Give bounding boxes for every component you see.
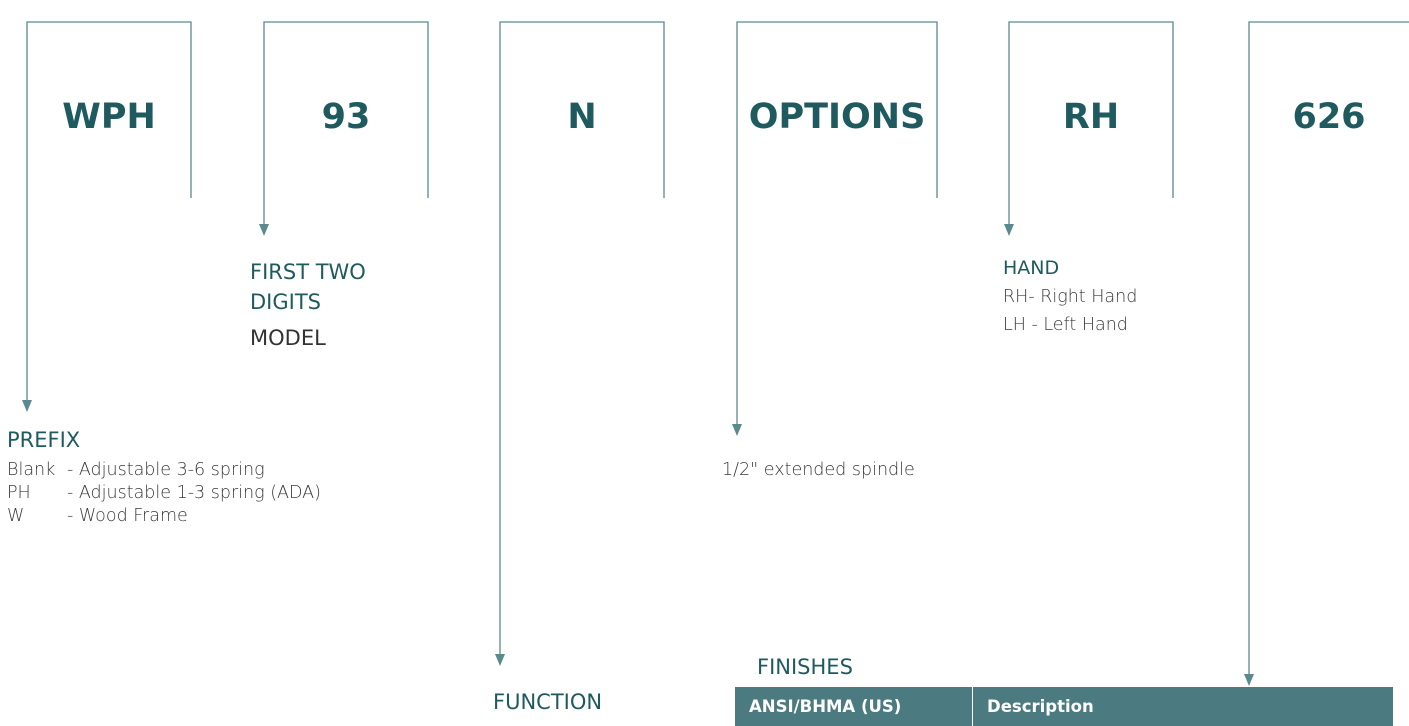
bracket-hand: [1008, 21, 1174, 224]
prefix-item-desc: - Adjustable 1-3 spring (ADA): [67, 483, 321, 503]
prefix-item-code: W: [7, 506, 25, 526]
bracket-model: [263, 21, 429, 224]
hand-item-left: LH - Left Hand: [1003, 315, 1128, 335]
code-model: 93: [321, 97, 371, 137]
arrow-finish: [1244, 674, 1254, 686]
prefix-list: Blank - Adjustable 3-6 spring PH - Adjus…: [7, 459, 467, 528]
arrow-model: [259, 224, 269, 236]
bracket-function: [499, 21, 665, 654]
finishes-col-description: Description: [972, 687, 1393, 726]
arrow-prefix: [22, 400, 32, 412]
prefix-item-code: PH: [7, 483, 31, 503]
code-function: N: [567, 97, 597, 137]
model-subheading: MODEL: [250, 326, 326, 350]
prefix-item-code: Blank: [7, 460, 56, 480]
code-options: OPTIONS: [748, 97, 926, 137]
arrow-function: [495, 654, 505, 666]
bracket-prefix: [26, 21, 192, 400]
prefix-heading: PREFIX: [7, 428, 81, 452]
hand-item-right: RH- Right Hand: [1003, 287, 1138, 307]
prefix-item: W - Wood Frame: [7, 505, 467, 528]
arrow-options: [732, 424, 742, 436]
hand-heading: HAND: [1003, 257, 1060, 279]
prefix-item: PH - Adjustable 1-3 spring (ADA): [7, 482, 467, 505]
prefix-item-desc: - Adjustable 3-6 spring: [67, 460, 265, 480]
code-prefix: WPH: [62, 97, 156, 137]
code-hand: RH: [1062, 97, 1120, 137]
finishes-col-ansi: ANSI/BHMA (US): [749, 697, 902, 716]
arrow-hand: [1004, 224, 1014, 236]
function-heading: FUNCTION: [493, 690, 603, 714]
prefix-item: Blank - Adjustable 3-6 spring: [7, 459, 467, 482]
model-heading-line2: DIGITS: [250, 290, 321, 314]
model-heading-line1: FIRST TWO: [250, 260, 366, 284]
finishes-heading: FINISHES: [757, 655, 853, 679]
options-item: 1/2" extended spindle: [722, 460, 915, 480]
code-finish: 626: [1292, 97, 1366, 137]
bracket-finish: [1248, 21, 1409, 674]
prefix-item-desc: - Wood Frame: [67, 506, 188, 526]
finishes-table-header: ANSI/BHMA (US) Description: [735, 687, 1393, 726]
bracket-options: [736, 21, 938, 424]
